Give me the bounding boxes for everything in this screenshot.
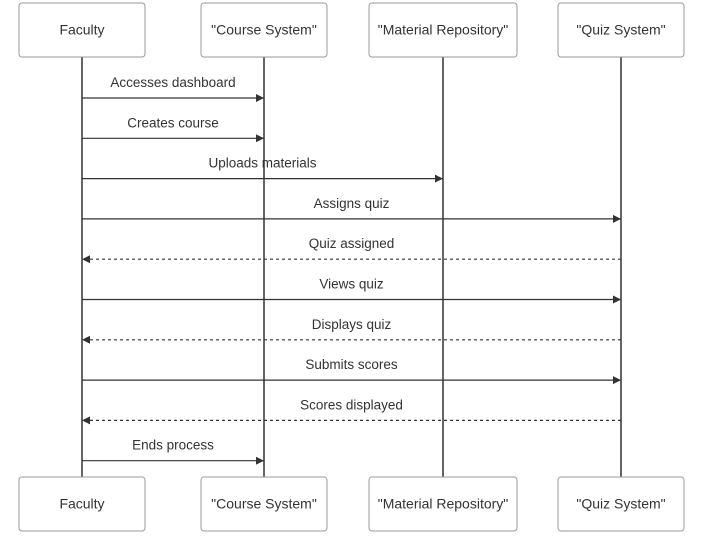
actor-material-top: "Material Repository": [368, 2, 518, 58]
actor-label: "Material Repository": [378, 22, 509, 38]
actor-faculty-top: Faculty: [18, 2, 146, 58]
actor-box: [18, 2, 146, 58]
actor-course-top: "Course System": [200, 2, 328, 58]
actor-course-bottom: "Course System": [200, 476, 328, 532]
message-9: Scores displayed: [82, 397, 621, 425]
message-10: Ends process: [82, 438, 264, 465]
message-1: Accesses dashboard: [82, 75, 264, 102]
actor-label: Faculty: [59, 496, 104, 512]
message-5: Quiz assigned: [82, 236, 621, 264]
actor-label: "Quiz System": [576, 22, 665, 38]
message-3: Uploads materials: [82, 156, 443, 183]
message-label: Uploads materials: [208, 156, 316, 171]
actor-box: [200, 2, 328, 58]
message-label: Creates course: [127, 115, 219, 130]
message-label: Accesses dashboard: [110, 75, 235, 90]
actor-material-bottom: "Material Repository": [368, 476, 518, 532]
actor-box: [557, 476, 685, 532]
message-label: Submits scores: [305, 357, 398, 372]
actor-box: [18, 476, 146, 532]
message-label: Displays quiz: [312, 317, 392, 332]
actor-label: "Course System": [211, 22, 317, 38]
actor-label: "Material Repository": [378, 496, 509, 512]
message-2: Creates course: [82, 115, 264, 143]
message-6: Views quiz: [82, 277, 621, 304]
message-4: Assigns quiz: [82, 196, 621, 223]
actor-label: "Quiz System": [576, 496, 665, 512]
message-label: Quiz assigned: [309, 236, 395, 251]
actor-box: [557, 2, 685, 58]
actor-faculty-bottom: Faculty: [18, 476, 146, 532]
message-label: Scores displayed: [300, 397, 403, 412]
actor-quiz-bottom: "Quiz System": [557, 476, 685, 532]
message-label: Ends process: [132, 438, 214, 453]
message-8: Submits scores: [82, 357, 621, 385]
message-label: Views quiz: [319, 277, 384, 292]
actor-box: [368, 2, 518, 58]
actor-box: [200, 476, 328, 532]
actor-label: "Course System": [211, 496, 317, 512]
message-7: Displays quiz: [82, 317, 621, 344]
actor-box: [368, 476, 518, 532]
actor-quiz-top: "Quiz System": [557, 2, 685, 58]
message-label: Assigns quiz: [314, 196, 390, 211]
actor-label: Faculty: [59, 22, 104, 38]
